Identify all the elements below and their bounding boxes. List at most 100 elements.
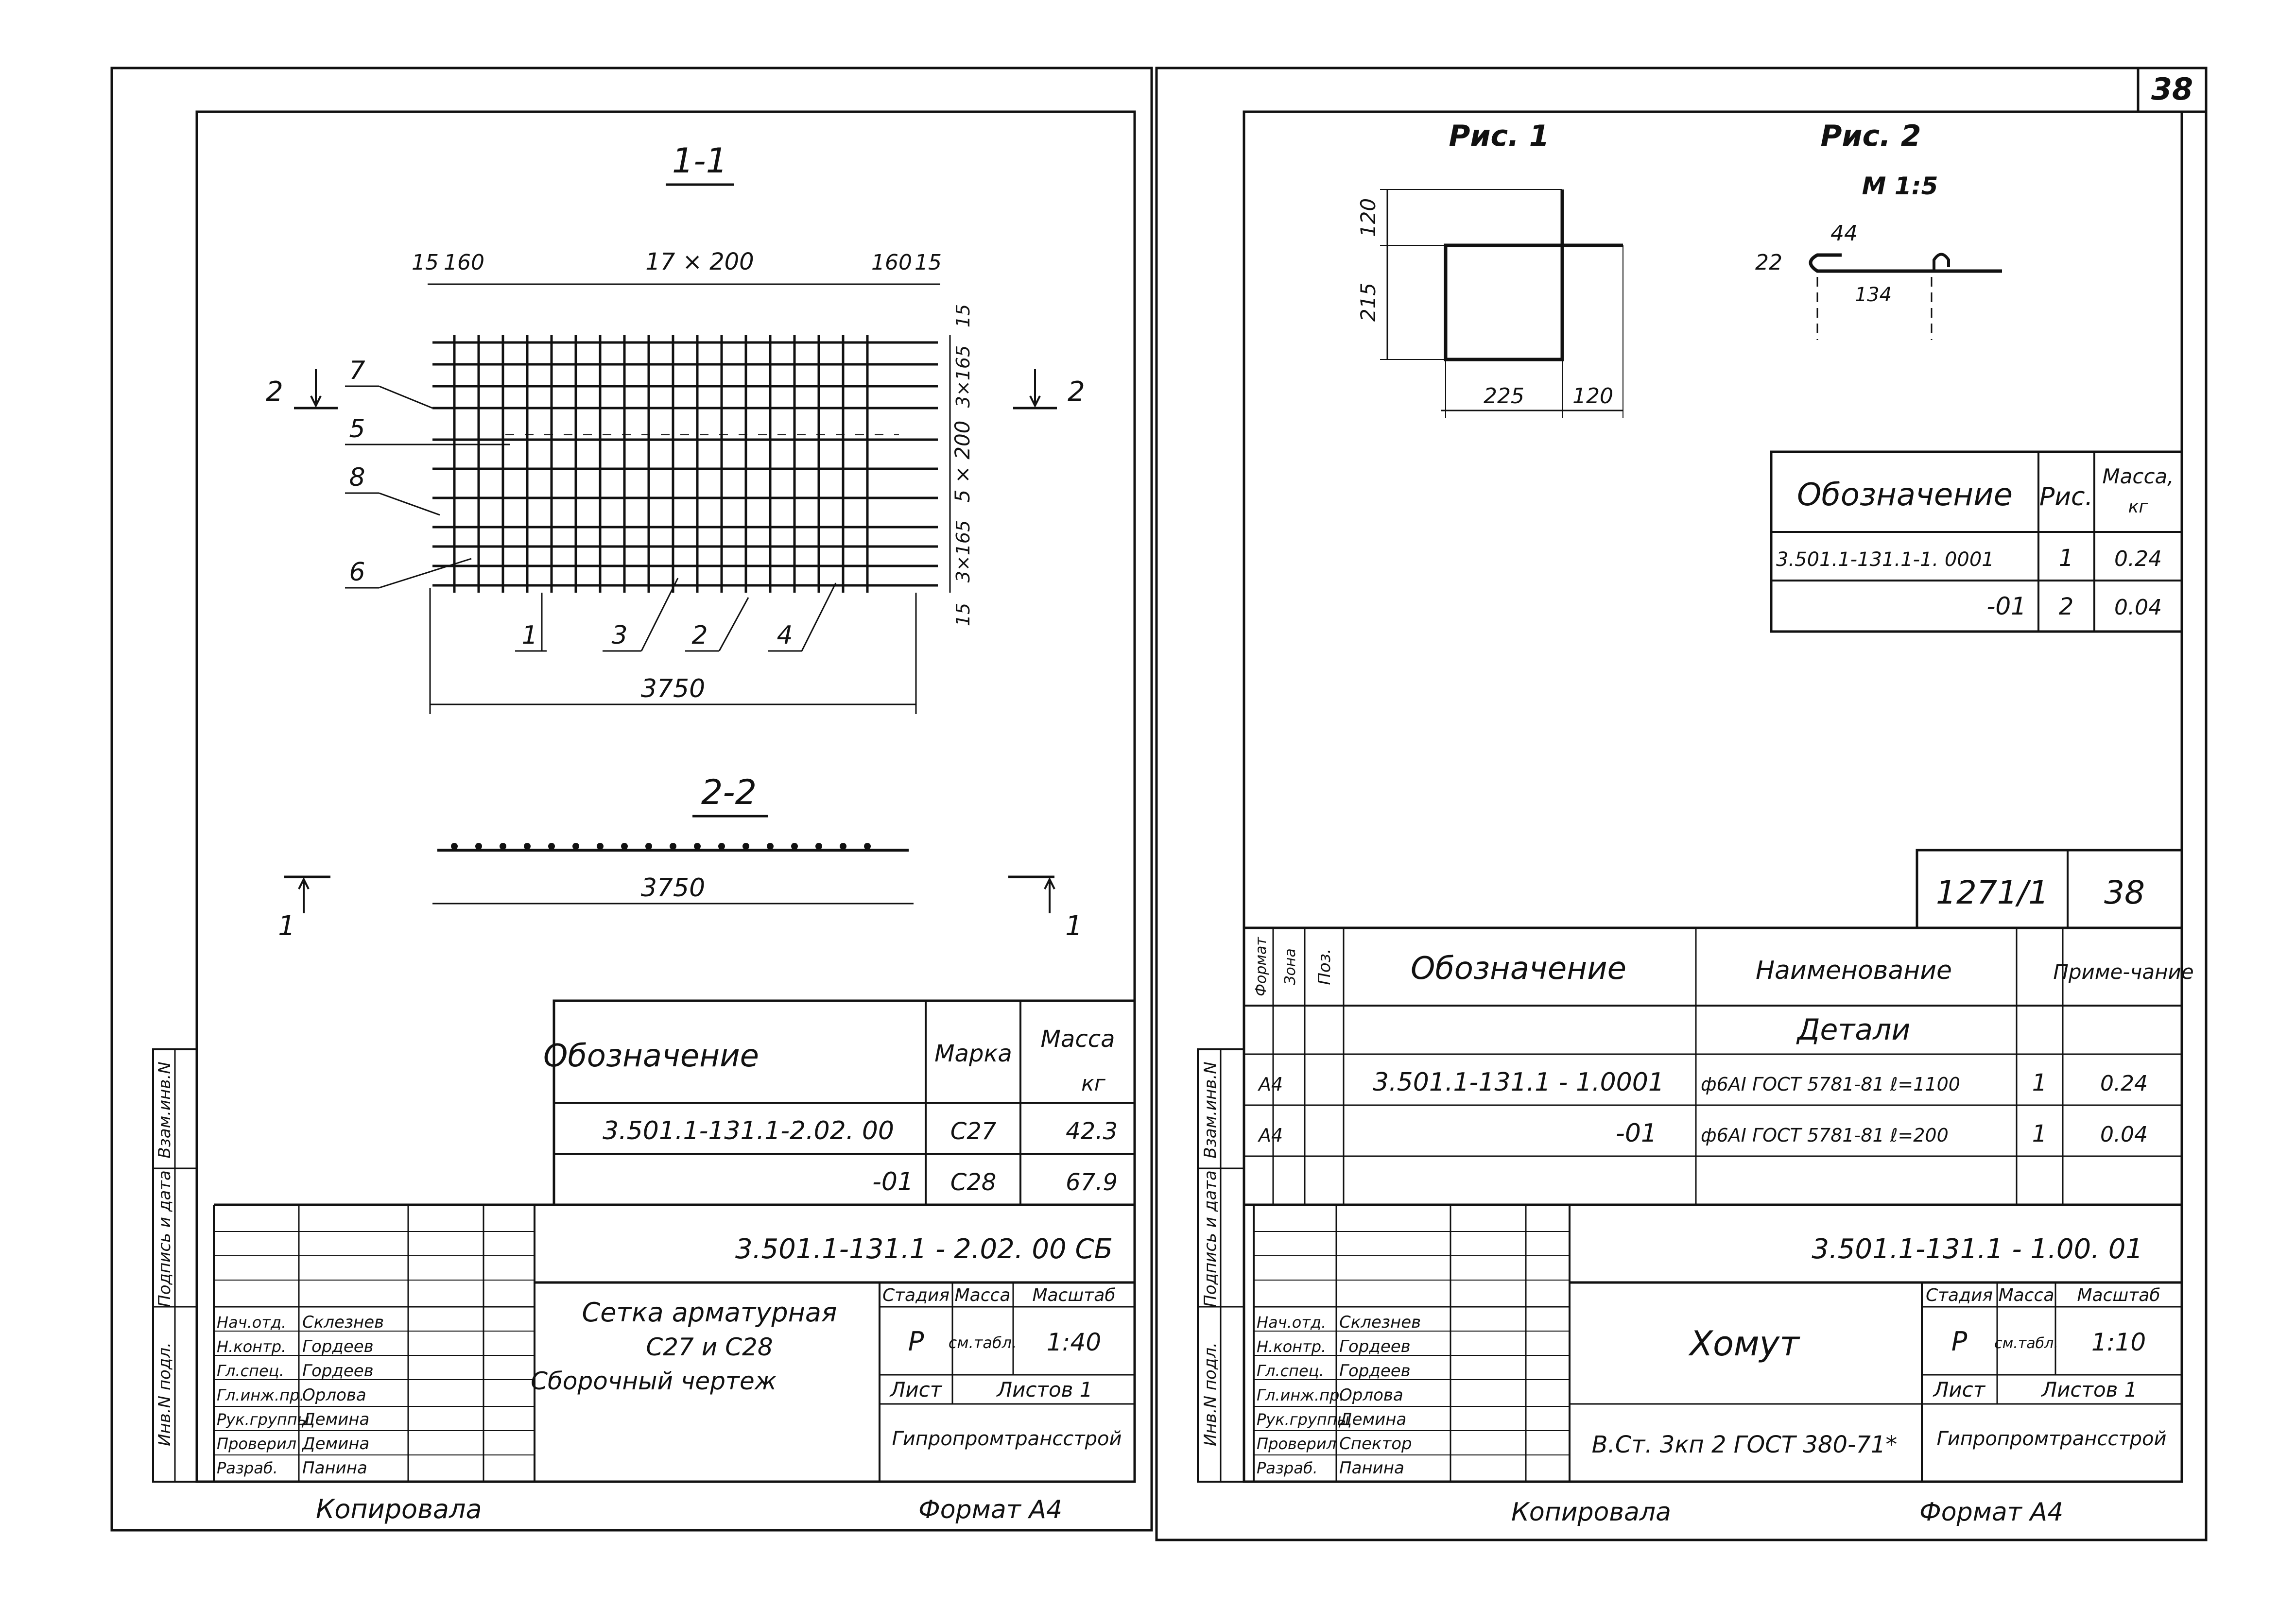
spec-row2-format: А4 (1257, 1125, 1283, 1146)
rebar-dot (451, 843, 458, 850)
right-material: В.Ст. 3кп 2 ГОСТ 380-71* (1592, 1431, 1898, 1458)
signature-name: Склезнев (1339, 1313, 1421, 1332)
right-stage: Р (1951, 1326, 1968, 1357)
spec-row2-note: 0.04 (2100, 1122, 2148, 1147)
fig1-stirrup (1444, 243, 1564, 361)
signature-name: Гордеев (302, 1361, 374, 1381)
dim-top-1: 15 (412, 250, 439, 275)
signature-role: Рук.группы (217, 1410, 310, 1429)
signature-name: Демина (1338, 1410, 1406, 1429)
rebar-dot (718, 843, 725, 850)
cut-mark-2-right: 2 (1068, 376, 1085, 408)
right-side-label-1: Взам.инв.N (1201, 1061, 1220, 1158)
spec-header-mark: Марка (934, 1040, 1012, 1067)
signature-role: Разраб. (1257, 1459, 1318, 1477)
spec-row1-format: А4 (1257, 1074, 1283, 1095)
dim-top-2: 160 (444, 250, 484, 275)
fig-table-header-designation: Обозначение (1797, 477, 2013, 513)
left-title-block: 3.501.1-131.1 - 2.02. 00 СБ Сетка армату… (213, 1203, 1135, 1482)
rebar-dot (670, 843, 676, 850)
page-number-box (2137, 67, 2208, 113)
fig-table-row2-fig: 2 (2059, 593, 2074, 620)
spec-row1-designation: 3.501.1-131.1-2.02. 00 (603, 1116, 894, 1145)
signature-role: Рук.группы (1257, 1410, 1349, 1429)
dim-top-3: 17 × 200 (645, 248, 754, 275)
spec-header-designation: Обозначение (543, 1038, 759, 1074)
spec-col-zone: Зона (1282, 948, 1299, 985)
rebar-dot (840, 843, 846, 850)
signature-role: Гл.инж.пр. (1257, 1386, 1345, 1404)
right-side-label-2: Подпись и дата (1201, 1170, 1220, 1307)
callout-4: 4 (777, 621, 793, 650)
signature-role: Нач.отд. (1257, 1313, 1326, 1332)
rebar-dot (791, 843, 798, 850)
signature-name: Демина (301, 1410, 369, 1429)
left-title-line-3: Сборочный чертеж (531, 1367, 777, 1395)
fig1-dim-120-h: 120 (1572, 384, 1613, 409)
left-format: Формат А4 (918, 1495, 1062, 1524)
left-sheet-label: Лист (889, 1378, 943, 1402)
left-copied-by: Копировала (316, 1494, 482, 1524)
spec-header-mass: Масса (1040, 1026, 1115, 1053)
left-mass: см.табл. (949, 1333, 1017, 1352)
callout-2: 2 (691, 621, 708, 650)
callout-3: 3 (611, 621, 627, 650)
rebar-dot (621, 843, 628, 850)
callout-1: 1 (521, 621, 537, 650)
cut-mark-1-right: 1 (1065, 910, 1083, 942)
right-mass: см.табл. (1994, 1335, 2058, 1352)
callout-6: 6 (349, 558, 365, 587)
signature-name: Спектор (1339, 1434, 1412, 1453)
fig-table-header-kg: кг (2128, 497, 2149, 517)
spec-row1-note: 0.24 (2100, 1071, 2148, 1096)
left-stage-header: Стадия (882, 1285, 949, 1305)
spec-col-name: Наименование (1756, 956, 1952, 985)
left-drawing-frame (195, 110, 1136, 1483)
dim-right-5: 15 (952, 603, 974, 626)
signature-name: Гордеев (1339, 1337, 1411, 1356)
left-scale-header: Масштаб (1032, 1285, 1115, 1305)
left-sheet-frame (110, 67, 1153, 1532)
left-side-strip: Взам.инв.N Подпись и дата Инв.N подл. (152, 1048, 198, 1483)
spec-row1-mass: 42.3 (1066, 1118, 1118, 1145)
section-rebar-dots (451, 843, 871, 850)
section-2-2-label: 2-2 (701, 772, 757, 812)
spec-row2-designation: -01 (872, 1167, 914, 1197)
left-side-label-1: Взам.инв.N (155, 1061, 174, 1158)
fig-table-header-mass: Масса, (2102, 464, 2174, 488)
right-scale: 1:10 (2091, 1328, 2146, 1356)
right-signature-rows: Нач.отд.СклезневН.контр.ГордеевГл.спец.Г… (1257, 1313, 1421, 1478)
fig-table-row2-designation: -01 (1986, 592, 2026, 620)
signature-role: Нач.отд. (217, 1313, 286, 1332)
rebar-dot (645, 843, 652, 850)
signature-name: Орлова (1339, 1385, 1403, 1405)
dim-right-4: 3×165 (952, 520, 974, 583)
fig-table-header-fig: Рис. (2039, 482, 2093, 512)
signature-role: Проверил (1257, 1435, 1336, 1453)
rebar-dot (548, 843, 555, 850)
right-side-label-3: Инв.N подл. (1201, 1342, 1220, 1446)
doc-number: 1271/1 (1936, 874, 2049, 911)
signature-role: Гл.спец. (217, 1362, 284, 1380)
fig2-dim-44: 44 (1830, 221, 1858, 246)
right-doc-code: 3.501.1-131.1 - 1.00. 01 (1812, 1233, 2143, 1265)
spec-col-note: Приме-чание (2053, 960, 2193, 984)
left-side-label-2: Подпись и дата (155, 1170, 174, 1307)
callout-8: 8 (349, 463, 365, 492)
right-copied-by: Копировала (1511, 1498, 1671, 1527)
dim-top-4: 160 (871, 250, 912, 275)
spec-row2-mark: С28 (950, 1169, 997, 1196)
fig2-bar (1809, 253, 2002, 273)
signature-role: Н.контр. (217, 1337, 286, 1356)
right-drawing-frame (1243, 110, 2183, 1483)
spec-row2-qty: 1 (2032, 1120, 2047, 1147)
fig-table-row1-designation: 3.501.1-131.1-1. 0001 (1776, 548, 1994, 571)
right-title-block: 3.501.1-131.1 - 1.00. 01 Хомут В.Ст. 3кп… (1253, 1205, 2182, 1482)
rebar-dot (597, 843, 604, 850)
spec-row2-name: ф6АI ГОСТ 5781-81 ℓ=200 (1701, 1125, 1949, 1146)
doc-sheet-no: 38 (2104, 874, 2145, 911)
spec-header-kg: кг (1081, 1071, 1106, 1096)
left-organization: Гипропромтрансстрой (892, 1428, 1122, 1450)
left-signature-rows: Нач.отд.СклезневН.контр.ГордеевГл.спец.Г… (217, 1313, 384, 1478)
